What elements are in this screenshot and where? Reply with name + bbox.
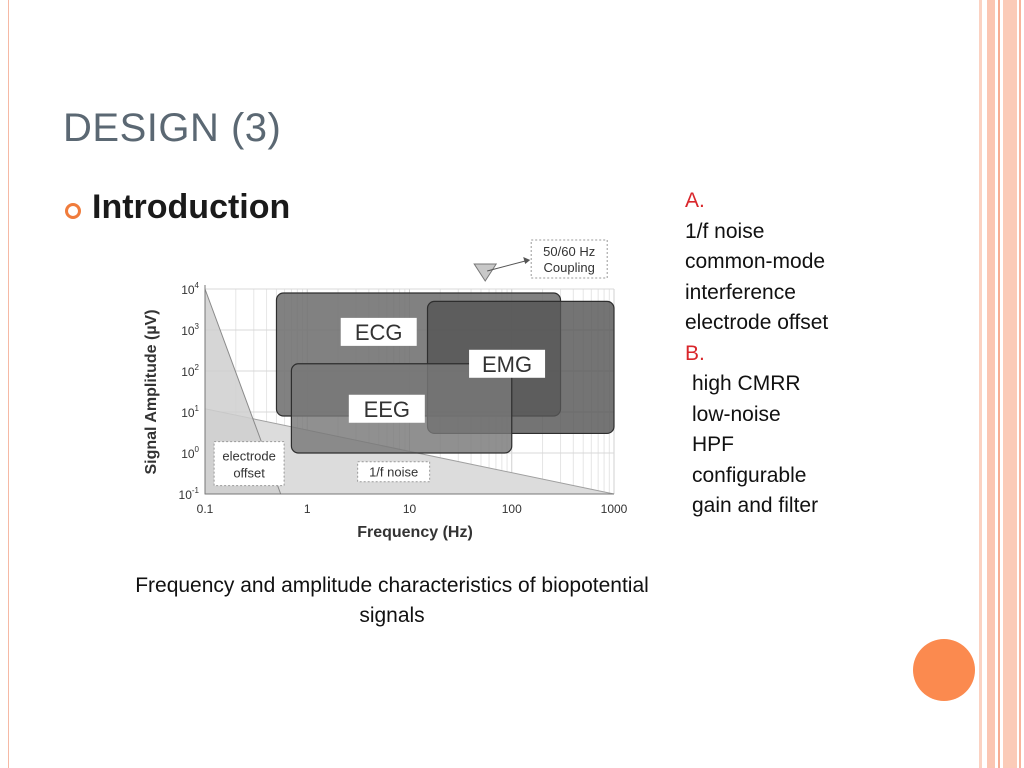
noise-label: electrode (222, 449, 275, 464)
x-tick-label: 10 (403, 502, 417, 516)
coupling-marker-icon (473, 263, 498, 282)
y-tick-label: 104 (181, 281, 199, 297)
noise-label: offset (233, 466, 265, 481)
y-axis-label: Signal Amplitude (µV) (143, 309, 160, 474)
x-tick-label: 1000 (601, 502, 628, 516)
decorative-circle (913, 639, 975, 701)
x-tick-label: 1 (304, 502, 311, 516)
list-item: common-mode (685, 250, 826, 273)
list-item: configurable (692, 463, 807, 487)
right-frame-stripe (1003, 0, 1017, 768)
list-header-b: B. (685, 341, 705, 365)
list-header-a: A. (685, 189, 705, 212)
y-tick-label: 100 (181, 445, 199, 461)
bullet-heading: Introduction (92, 188, 291, 226)
list-item: low-noise (692, 402, 781, 426)
region-label-box (348, 394, 425, 423)
frequency-amplitude-chart: electrode offset 1/f noise ECG EMG EEG 0.1 1 1… (143, 239, 628, 541)
x-tick-label: 100 (502, 502, 522, 516)
chart-axes: 0.1 1 10 100 1000 104 103 102 101 100 10-1 (179, 281, 628, 516)
annotation-leader-line (487, 260, 526, 272)
list-item: 1/f noise (685, 219, 765, 243)
right-frame-stripe (998, 0, 1000, 768)
region-label: ECG (355, 320, 403, 345)
noise-label-box (357, 461, 431, 483)
arrow-icon (523, 257, 531, 264)
region-label: EMG (482, 352, 532, 377)
list-item: high CMRR (692, 372, 801, 395)
y-tick-label: 10-1 (179, 486, 200, 502)
annotation-label: Coupling (544, 260, 595, 275)
slide-title: DESIGN (3) (63, 106, 282, 150)
signal-regions: ECG EMG EEG (275, 292, 615, 454)
noise-label-box (213, 441, 285, 487)
y-tick-label: 103 (181, 322, 199, 338)
y-tick-label: 102 (181, 363, 199, 379)
annotation-label: 50/60 Hz (543, 244, 595, 259)
list-item: interference (685, 280, 796, 304)
x-axis-label: Frequency (Hz) (357, 524, 473, 541)
right-frame-stripe (987, 0, 995, 768)
ring-bullet-icon (65, 203, 81, 219)
list-item: HPF (692, 433, 734, 456)
annotation-box (530, 239, 608, 279)
right-frame-stripe (1019, 0, 1021, 768)
y-tick-label: 101 (181, 404, 199, 420)
requirements-list: A. 1/f noise common-mode interference el… (685, 186, 828, 522)
region-label: EEG (364, 397, 410, 422)
right-frame-stripe (979, 0, 982, 768)
noise-label: 1/f noise (369, 465, 418, 480)
figure-caption: Frequency and amplitude characteristics … (135, 574, 649, 627)
list-item: gain and filter (692, 494, 819, 517)
region-label-box (340, 317, 417, 346)
region-label-box (469, 349, 546, 378)
x-tick-label: 0.1 (197, 502, 214, 516)
list-item: electrode offset (685, 311, 829, 334)
left-frame-line (8, 0, 9, 768)
